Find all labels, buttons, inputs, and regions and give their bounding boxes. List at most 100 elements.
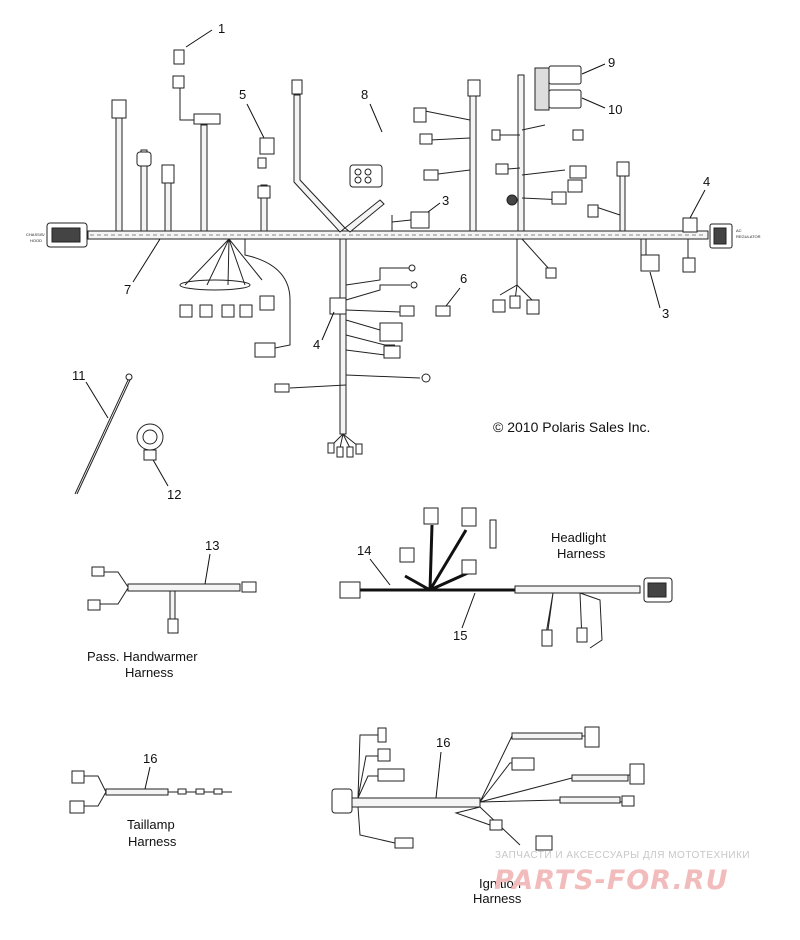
connector-g1 xyxy=(491,129,501,141)
watermark: ЗАПЧАСТИ И АКСЕССУАРЫ ДЛЯ МОТОТЕХНИКИ PA… xyxy=(494,850,750,896)
callout-8: 9 xyxy=(608,55,615,70)
branch-fan xyxy=(115,117,123,232)
connector-ll1 xyxy=(179,304,193,318)
taillamp-loom xyxy=(105,788,169,796)
connector-g2 xyxy=(495,163,509,175)
item-11-clip-hole xyxy=(142,429,158,445)
ignition-loom xyxy=(349,797,481,808)
connector-7a xyxy=(413,107,427,123)
handwarmer-connector-2 xyxy=(87,599,101,611)
taillamp-caption-1: Taillamp xyxy=(127,817,175,832)
ac-regulator-label-1: AC xyxy=(736,228,742,233)
ignition-connector-r5 xyxy=(489,819,503,831)
connector-rl3 xyxy=(526,299,540,315)
handwarmer-connector-1 xyxy=(91,566,105,577)
fuse-connector-1b xyxy=(172,75,185,89)
relay-3-right xyxy=(640,254,660,272)
taillamp-caption-2: Harness xyxy=(128,834,177,849)
leader-11 xyxy=(151,457,169,487)
leader-8 xyxy=(581,63,606,75)
taillamp-harness: 16 Taillamp Harness xyxy=(69,751,232,849)
ignition-loom-low xyxy=(559,796,621,804)
ignition-connector-main xyxy=(331,788,353,814)
ignition-switch-connector xyxy=(467,79,481,97)
callout-3a: 3 xyxy=(442,193,449,208)
connector-g3 xyxy=(572,129,584,141)
connector-ll4 xyxy=(239,304,253,318)
ac-alt-pin-3 xyxy=(354,176,362,184)
ignition-connector-r3 xyxy=(629,763,645,785)
item-10-end xyxy=(125,373,133,381)
handwarmer-drop xyxy=(169,590,176,620)
ignition-connector-l3 xyxy=(377,768,405,782)
connector-2b xyxy=(257,157,267,169)
connector-ll3 xyxy=(221,304,235,318)
connector-rl1 xyxy=(492,299,506,313)
chassis-hood-label-2: HOOD xyxy=(30,238,42,243)
branch-ignition-switch xyxy=(469,94,477,232)
connector-r1 xyxy=(587,204,599,218)
ignition-harness: 16 Ignition Harness xyxy=(331,726,645,906)
connector-ll2 xyxy=(199,304,213,318)
callout-16: 16 xyxy=(436,735,450,750)
headlight-bulb-2 xyxy=(461,507,477,527)
leader-15 xyxy=(144,766,151,790)
handwarmer-caption-2: Harness xyxy=(125,665,174,680)
center-lower-wires-2 xyxy=(289,374,421,389)
branch-sensor-a xyxy=(140,149,148,232)
callout-9: 10 xyxy=(608,102,622,117)
handwarmer-harness: 13 Pass. Handwarmer Harness xyxy=(87,538,257,680)
branch-dc-alt xyxy=(293,94,346,233)
leader-16 xyxy=(435,751,442,799)
ac-alt-pin-1 xyxy=(354,168,362,176)
relay-4-bottom xyxy=(329,297,347,315)
connector-cl1 xyxy=(399,305,415,317)
leader-4b xyxy=(321,311,335,341)
leader-4a xyxy=(689,189,706,219)
callout-5: 6 xyxy=(460,271,467,286)
headlight-connector-5 xyxy=(461,559,477,575)
speed-connector xyxy=(435,305,451,317)
headlight-caption-1: Headlight xyxy=(551,530,606,545)
ignition-connector-r2 xyxy=(511,757,535,771)
callout-12: 13 xyxy=(205,538,219,553)
ac-regulator-label-2: REGULATOR xyxy=(736,234,761,239)
leader-1 xyxy=(185,29,213,48)
ignition-loom-mid xyxy=(571,774,629,782)
connector-ll5 xyxy=(259,295,275,311)
connector-7b xyxy=(419,133,433,145)
leader-2 xyxy=(246,103,265,139)
taillamp-connector-2 xyxy=(69,800,85,814)
main-callouts: 1 5 3 3 4 4 6 7 8 9 10 11 12 xyxy=(72,21,710,502)
ignition-left-wires xyxy=(357,734,396,844)
callout-6: 7 xyxy=(124,282,131,297)
leader-10 xyxy=(85,381,109,419)
fuse-relay-connector xyxy=(682,257,696,273)
ignition-loom-top xyxy=(511,732,583,740)
callout-7: 8 xyxy=(361,87,368,102)
handwarmer-connector-3 xyxy=(167,618,179,634)
connector-g5 xyxy=(567,179,583,193)
callout-4a: 4 xyxy=(703,174,710,189)
branch-ac-alt xyxy=(344,199,385,233)
multi-connector-8 xyxy=(548,65,582,85)
ac-alt-pin-4 xyxy=(364,176,372,184)
headlight-connector-4 xyxy=(399,547,415,563)
fuse-connector-1 xyxy=(173,49,185,65)
chassis-hood-label-1: CHASSIS/ xyxy=(26,232,46,237)
branch-fuse-1 xyxy=(179,80,205,231)
item-10-cable-b xyxy=(76,379,131,495)
callout-10: 11 xyxy=(72,368,86,383)
tail-pin-4 xyxy=(355,443,363,455)
taillamp-connector-1 xyxy=(71,770,85,784)
lower-left-fanout xyxy=(184,238,263,286)
ignition-connector-l4 xyxy=(394,837,414,849)
ac-alt-connector xyxy=(349,164,383,188)
ignition-connector-l1 xyxy=(377,727,387,743)
tail-pin-1 xyxy=(327,442,335,454)
multi-connector-body xyxy=(534,67,550,111)
headlight-loom-right xyxy=(514,585,641,594)
connector-rl2 xyxy=(509,295,521,309)
copyright: © 2010 Polaris Sales Inc. xyxy=(493,419,650,435)
